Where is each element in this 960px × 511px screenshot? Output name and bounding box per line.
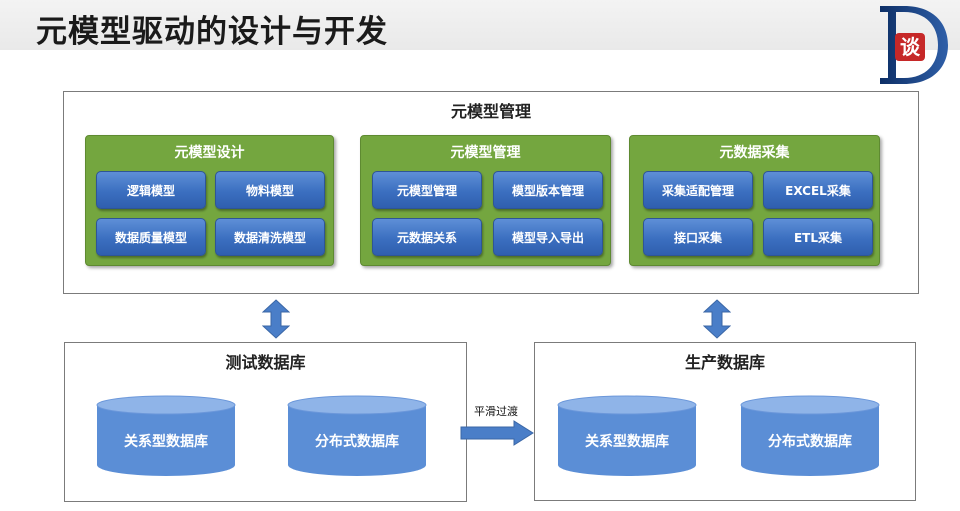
material-model-button[interactable]: 物料模型: [215, 171, 325, 209]
group-title: 元数据采集: [719, 145, 790, 161]
group-metamodel-design: 元模型设计 逻辑模型 物料模型 数据质量模型 数据清洗模型: [85, 135, 334, 266]
test-distributed-database: 分布式数据库: [287, 395, 427, 477]
group-metadata-collection: 元数据采集 采集适配管理 EXCEL采集 接口采集 ETL采集: [629, 135, 880, 266]
collection-adapter-button[interactable]: 采集适配管理: [643, 171, 753, 209]
interface-collection-button[interactable]: 接口采集: [643, 218, 753, 256]
database-cylinder-icon: [557, 395, 697, 476]
logo-text: 谈: [900, 35, 921, 59]
db-label: 分布式数据库: [315, 434, 399, 450]
logo-icon: 谈: [880, 6, 948, 84]
data-quality-model-button[interactable]: 数据质量模型: [96, 218, 206, 256]
group-title: 元模型管理: [450, 145, 521, 161]
db-label: 关系型数据库: [124, 434, 208, 450]
title-bar: [0, 0, 960, 50]
right-arrow-icon: [460, 420, 534, 446]
group-title: 元模型设计: [174, 145, 245, 161]
etl-collection-button[interactable]: ETL采集: [763, 218, 873, 256]
panel-title: 生产数据库: [684, 353, 765, 372]
database-cylinder-icon: [96, 395, 236, 476]
metadata-relations-button[interactable]: 元数据关系: [372, 218, 482, 256]
db-label: 关系型数据库: [585, 434, 669, 450]
model-version-management-button[interactable]: 模型版本管理: [493, 171, 603, 209]
excel-collection-button[interactable]: EXCEL采集: [763, 171, 873, 209]
test-relational-database: 关系型数据库: [96, 395, 236, 477]
data-cleansing-model-button[interactable]: 数据清洗模型: [215, 218, 325, 256]
page-title: 元模型驱动的设计与开发: [36, 14, 388, 50]
logic-model-button[interactable]: 逻辑模型: [96, 171, 206, 209]
prod-relational-database: 关系型数据库: [557, 395, 697, 477]
group-metamodel-management: 元模型管理 元模型管理 模型版本管理 元数据关系 模型导入导出: [360, 135, 611, 266]
database-cylinder-icon: [740, 395, 880, 476]
db-label: 分布式数据库: [768, 434, 852, 450]
prod-distributed-database: 分布式数据库: [740, 395, 880, 477]
metamodel-management-button[interactable]: 元模型管理: [372, 171, 482, 209]
panel-title: 元模型管理: [450, 102, 531, 121]
double-arrow-right-icon: [703, 299, 731, 339]
panel-title: 测试数据库: [225, 353, 306, 372]
transition-label: 平滑过渡: [474, 405, 518, 418]
double-arrow-left-icon: [262, 299, 290, 339]
metamodel-management-panel: 元模型管理 元模型设计 逻辑模型 物料模型 数据质量模型 数据清洗模型 元模型管…: [63, 91, 919, 294]
model-import-export-button[interactable]: 模型导入导出: [493, 218, 603, 256]
database-cylinder-icon: [287, 395, 427, 476]
